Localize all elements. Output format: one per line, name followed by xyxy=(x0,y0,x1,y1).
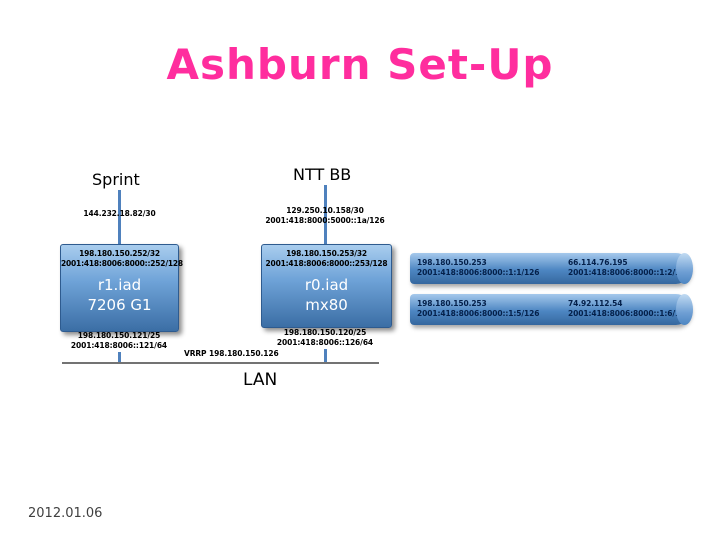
r1-lan-ipv4: 198.180.150.121/25 xyxy=(77,331,161,340)
tunnel2-right-ipv6: 2001:418:8006:8000::1:6/126 xyxy=(568,309,691,318)
r0-model: mx80 xyxy=(305,296,348,314)
tunnel1-right-endpoint: 66.114.76.195 2001:418:8006:8000::1:2/12… xyxy=(568,258,691,278)
tunnel2-right-ipv4: 74.92.112.54 xyxy=(568,299,623,308)
r1-hostname: r1.iad xyxy=(97,276,142,294)
ntt-link-ipv4: 129.250.10.158/30 xyxy=(286,206,364,215)
lan-bus-line xyxy=(62,362,379,364)
r0-loopback-ipv6: 2001:418:8006:8000::253/128 xyxy=(265,259,388,268)
r0-lan-ipv6: 2001:418:8006::126/64 xyxy=(276,338,374,347)
tunnel1-left-ipv6: 2001:418:8006:8000::1:1/126 xyxy=(417,268,540,277)
r0-hostname: r0.iad xyxy=(304,276,349,294)
router-node-r1-iad: 198.180.150.252/32 2001:418:8006:8000::2… xyxy=(60,244,183,332)
router-node-r0-iad: 198.180.150.253/32 2001:418:8006:8000::2… xyxy=(261,244,392,328)
r0-loopback-ipv4: 198.180.150.253/32 xyxy=(286,249,367,258)
r1-model: 7206 G1 xyxy=(87,296,152,314)
tunnel1-right-ipv6: 2001:418:8006:8000::1:2/126 xyxy=(568,268,691,277)
tunnel1-right-ipv4: 66.114.76.195 xyxy=(568,258,628,267)
sprint-uplink-line xyxy=(118,190,121,244)
tunnel-cylinder-2: 198.180.150.253 2001:418:8006:8000::1:5/… xyxy=(410,294,693,325)
sprint-link-address-block: 144.232.18.82/30 xyxy=(62,209,177,219)
r1-loopback-ipv6: 2001:418:8006:8000::252/128 xyxy=(61,259,183,268)
r0-lan-address-block: 198.180.150.120/25 2001:418:8006::126/64 xyxy=(257,328,393,348)
r1-lan-ipv6: 2001:418:8006::121/64 xyxy=(70,341,168,350)
slide-title: Ashburn Set-Up xyxy=(166,40,554,89)
tunnel2-left-ipv6: 2001:418:8006:8000::1:5/126 xyxy=(417,309,540,318)
tunnel2-left-ipv4: 198.180.150.253 xyxy=(417,299,487,308)
r1-lan-address-block: 198.180.150.121/25 2001:418:8006::121/64 xyxy=(52,331,186,351)
tunnel1-left-endpoint: 198.180.150.253 2001:418:8006:8000::1:1/… xyxy=(417,258,540,278)
provider-label-sprint: Sprint xyxy=(92,170,140,189)
tunnel-cylinder-1: 198.180.150.253 2001:418:8006:8000::1:1/… xyxy=(410,253,693,284)
tunnel2-left-endpoint: 198.180.150.253 2001:418:8006:8000::1:5/… xyxy=(417,299,540,319)
r1-loopback-ipv4: 198.180.150.252/32 xyxy=(79,249,160,258)
r0-lan-link-line xyxy=(324,349,327,364)
r0-lan-ipv4: 198.180.150.120/25 xyxy=(283,328,367,337)
ntt-link-address-block: 129.250.10.158/30 2001:418:8000:5000::1a… xyxy=(252,206,398,226)
sprint-link-ipv4: 144.232.18.82/30 xyxy=(83,209,156,218)
ntt-link-ipv6: 2001:418:8000:5000::1a/126 xyxy=(265,216,385,225)
ntt-uplink-line xyxy=(324,185,327,244)
r1-lan-link-line xyxy=(118,352,121,364)
tunnel1-left-ipv4: 198.180.150.253 xyxy=(417,258,487,267)
provider-label-ntt-bb: NTT BB xyxy=(293,165,352,184)
tunnel2-right-endpoint: 74.92.112.54 2001:418:8006:8000::1:6/126 xyxy=(568,299,691,319)
vrrp-address-label: VRRP 198.180.150.126 xyxy=(184,349,279,358)
lan-label: LAN xyxy=(243,370,278,390)
slide-date: 2012.01.06 xyxy=(28,506,103,521)
